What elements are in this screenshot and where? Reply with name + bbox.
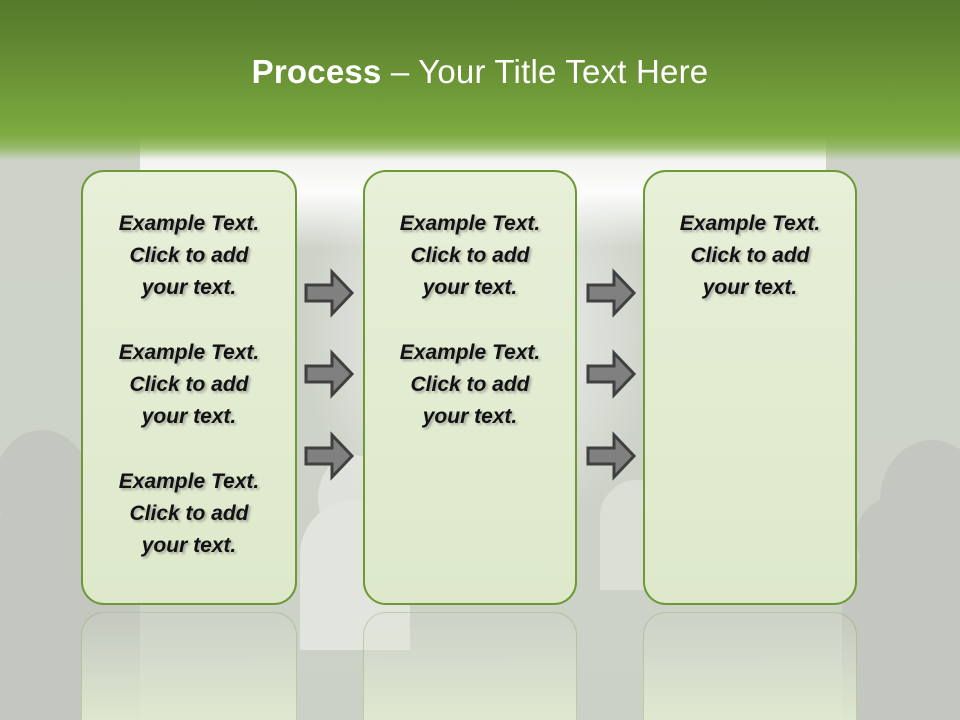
box-reflection-2 (363, 612, 577, 720)
arrow-right-icon-6[interactable] (585, 430, 637, 482)
box-reflection-3 (643, 612, 857, 720)
page-title-bold: Process (251, 53, 382, 90)
header-band (0, 0, 960, 160)
arrow-right-icon-5[interactable] (585, 348, 637, 400)
page-title-rest: – Your Title Text Here (381, 53, 709, 90)
box-reflection-1 (81, 612, 297, 720)
page-title: Process – Your Title Text Here (0, 53, 960, 91)
arrow-right-icon-4[interactable] (585, 267, 637, 319)
arrow-right-icon-2[interactable] (303, 348, 355, 400)
arrow-right-icon-1[interactable] (303, 267, 355, 319)
arrow-right-icon-3[interactable] (303, 430, 355, 482)
silhouette-right-second (856, 498, 926, 578)
